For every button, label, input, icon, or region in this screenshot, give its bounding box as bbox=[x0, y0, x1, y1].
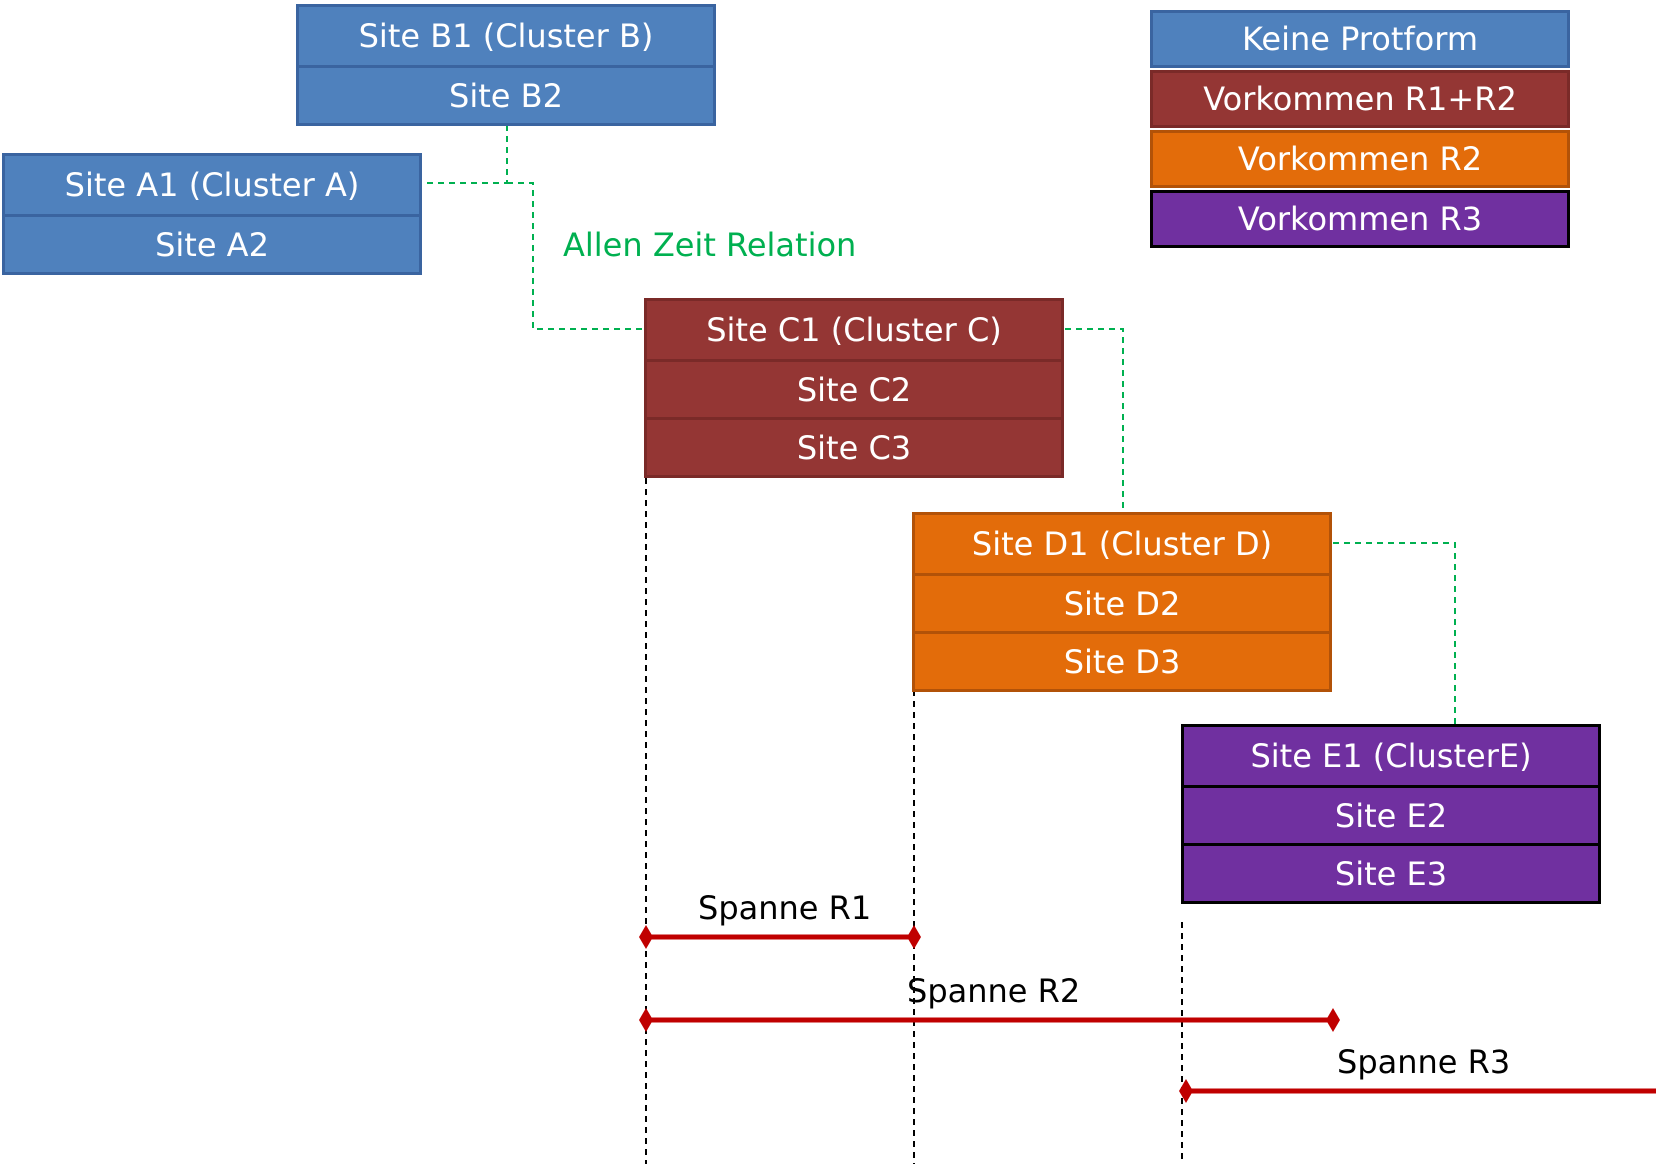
site-c1-cell: Site C1 (Cluster C) bbox=[706, 311, 1002, 349]
span-r1-label: Spanne R1 bbox=[698, 889, 872, 927]
site-e2-cell: Site E2 bbox=[1184, 785, 1598, 843]
site-e1-cell: Site E1 (ClusterE) bbox=[1250, 737, 1532, 775]
span-r2 bbox=[639, 1008, 1340, 1032]
connector-d-to-e bbox=[1333, 542, 1456, 724]
span-r2-start-diamond bbox=[639, 1008, 653, 1032]
cluster-e-box: Site E1 (ClusterE) Site E2 Site E3 bbox=[1181, 724, 1601, 904]
allen-relation-label: Allen Zeit Relation bbox=[563, 226, 857, 264]
site-d2-cell: Site D2 bbox=[915, 573, 1329, 631]
legend-item-vorkommen-r3: Vorkommen R3 bbox=[1150, 190, 1570, 248]
connector-a-to-c bbox=[507, 182, 645, 330]
span-r3 bbox=[1179, 1079, 1656, 1103]
legend-item-vorkommen-r1-r2: Vorkommen R1+R2 bbox=[1150, 70, 1570, 128]
span-r2-end-diamond bbox=[1326, 1008, 1340, 1032]
connector-c-to-d bbox=[1065, 328, 1124, 512]
site-c2-cell: Site C2 bbox=[647, 359, 1061, 417]
legend: Keine Protform Vorkommen R1+R2 Vorkommen… bbox=[1150, 10, 1570, 248]
site-d1-cell: Site D1 (Cluster D) bbox=[971, 525, 1273, 563]
site-b1-cell: Site B1 (Cluster B) bbox=[358, 17, 654, 55]
span-r1 bbox=[639, 925, 921, 949]
cluster-a-box: Site A1 (Cluster A) Site A2 bbox=[2, 153, 422, 275]
span-r1-start-diamond bbox=[639, 925, 653, 949]
site-b2-cell: Site B2 bbox=[299, 65, 713, 123]
legend-item-vorkommen-r2: Vorkommen R2 bbox=[1150, 130, 1570, 188]
site-c3-cell: Site C3 bbox=[647, 417, 1061, 475]
cluster-b-box: Site B1 (Cluster B) Site B2 bbox=[296, 4, 716, 126]
cluster-d-box: Site D1 (Cluster D) Site D2 Site D3 bbox=[912, 512, 1332, 692]
span-r3-label: Spanne R3 bbox=[1337, 1043, 1511, 1081]
span-r1-end-diamond bbox=[907, 925, 921, 949]
site-a2-cell: Site A2 bbox=[5, 214, 419, 272]
connector-b-to-a bbox=[422, 125, 508, 184]
span-r3-start-diamond bbox=[1179, 1079, 1193, 1103]
allen-relation-connectors bbox=[422, 125, 1456, 724]
site-d3-cell: Site D3 bbox=[915, 631, 1329, 689]
span-r2-label: Spanne R2 bbox=[907, 972, 1081, 1010]
legend-item-keine-protform: Keine Protform bbox=[1150, 10, 1570, 68]
site-a1-cell: Site A1 (Cluster A) bbox=[64, 166, 360, 204]
cluster-c-box: Site C1 (Cluster C) Site C2 Site C3 bbox=[644, 298, 1064, 478]
site-e3-cell: Site E3 bbox=[1184, 843, 1598, 901]
